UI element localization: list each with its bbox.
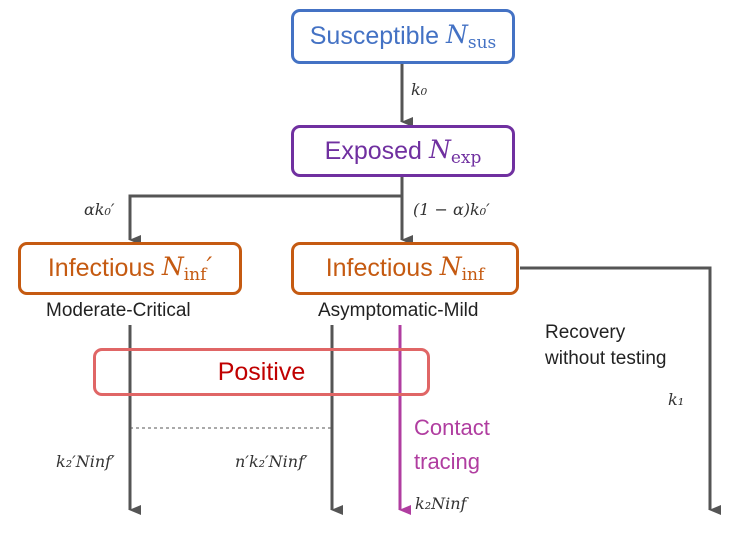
recovery-label-line2: without testing	[545, 348, 667, 369]
rate-one-minus-alpha-k0: (1 − α)k₀′	[413, 200, 490, 219]
rate-mild-testing: n′k₂′Ninf′	[235, 452, 308, 471]
rate-severe-testing: k₂′Ninf′	[56, 452, 115, 471]
infectious-mild-box: Infectious Ninf	[291, 242, 519, 295]
positive-label: Positive	[217, 357, 306, 386]
recovery-label-line1: Recovery	[545, 322, 626, 343]
infectious-mild-var: Ninf	[439, 252, 485, 285]
asymptomatic-mild-caption: Asymptomatic-Mild	[318, 300, 479, 321]
arrow-e-to-severe	[128, 194, 402, 245]
contact-tracing-line1: Contact	[414, 415, 490, 440]
infectious-severe-label: Infectious	[47, 254, 155, 282]
infectious-mild-label: Infectious	[325, 254, 433, 282]
susceptible-box: Susceptible Nsus	[291, 9, 515, 64]
rate-alpha-k0: αk₀′	[84, 200, 115, 219]
infectious-severe-box: Infectious Ninf′	[18, 242, 242, 295]
rate-k1: k₁	[668, 390, 685, 409]
infectious-severe-var: Ninf′	[161, 252, 213, 285]
moderate-critical-caption: Moderate-Critical	[46, 300, 191, 321]
rate-k0: k₀	[411, 80, 428, 99]
susceptible-var: Nsus	[445, 20, 497, 53]
exposed-box: Exposed Nexp	[291, 125, 515, 177]
rate-contact: k₂Ninf	[415, 494, 467, 513]
exposed-var: Nexp	[428, 134, 482, 168]
arrow-recovery	[520, 266, 721, 515]
susceptible-label: Susceptible	[309, 22, 439, 50]
exposed-label: Exposed	[324, 136, 422, 165]
positive-box: Positive	[93, 348, 430, 396]
contact-tracing-line2: tracing	[414, 449, 481, 474]
